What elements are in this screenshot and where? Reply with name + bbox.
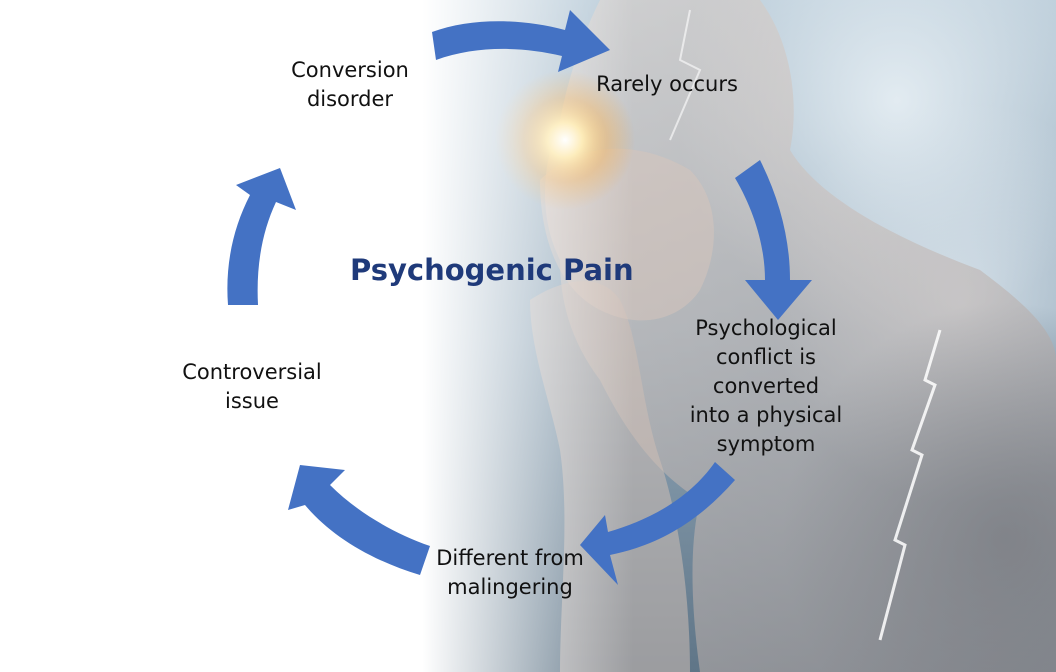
node-line: malingering [447, 575, 573, 599]
node-controversial-issue: Controversial issue [166, 358, 338, 416]
arrow-top-icon [432, 10, 610, 72]
arrow-bottom-left-icon [288, 465, 430, 575]
node-line: into a physical [689, 403, 843, 427]
node-line: Different from [436, 546, 584, 570]
node-line: Rarely occurs [596, 72, 738, 96]
node-line: conflict is [716, 345, 816, 369]
node-line: Psychological [695, 316, 837, 340]
node-line: Conversion [291, 58, 409, 82]
node-line: converted [712, 374, 820, 398]
diagram-title: Psychogenic Pain [350, 253, 634, 287]
node-line: disorder [306, 87, 394, 111]
node-psychological-conflict: Psychological conflict is converted into… [680, 314, 852, 459]
node-rarely-occurs: Rarely occurs [586, 70, 748, 99]
arrow-left-icon [227, 168, 296, 305]
arrow-bottom-right-icon [580, 462, 735, 585]
node-different-from-malingering: Different from malingering [420, 544, 600, 602]
node-line: issue [225, 389, 279, 413]
node-line: Controversial [182, 360, 322, 384]
arrow-right-icon [735, 160, 812, 320]
node-line: symptom [716, 432, 816, 456]
node-conversion-disorder: Conversion disorder [270, 56, 430, 114]
